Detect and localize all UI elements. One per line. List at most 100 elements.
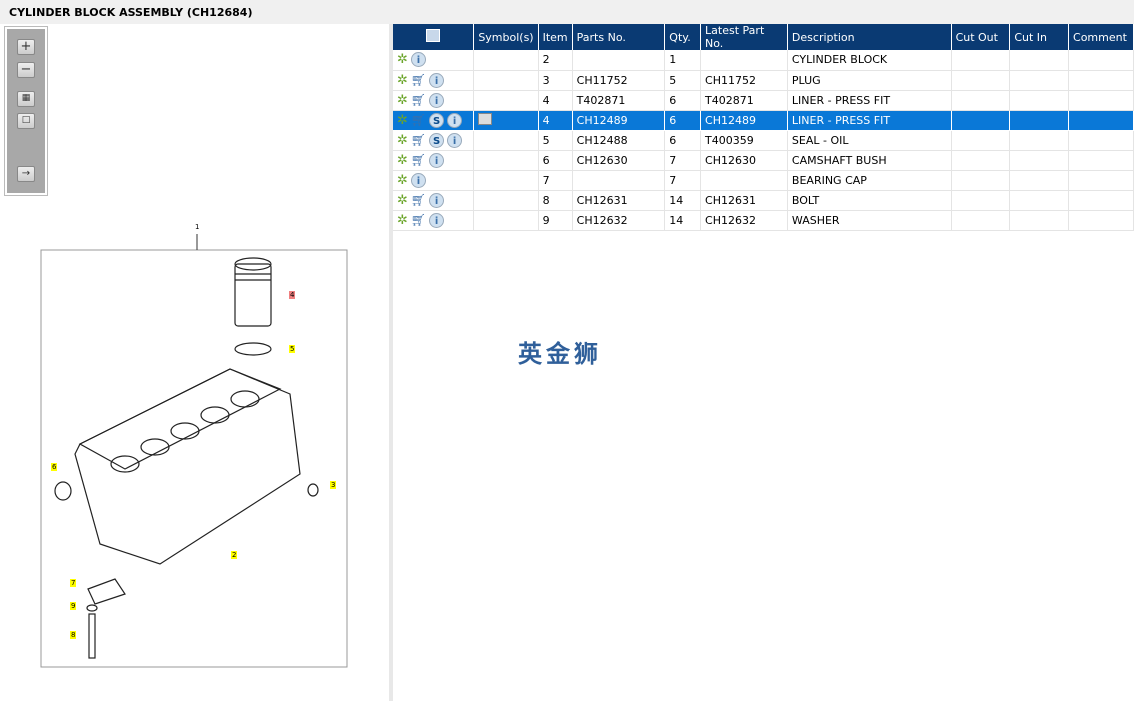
fit-all-icon[interactable]: ▦	[17, 91, 35, 107]
info-icon[interactable]: i	[410, 172, 426, 188]
comment-cell	[1068, 130, 1134, 151]
info-icon[interactable]: i	[429, 192, 445, 208]
latest-cell: CH12632	[700, 210, 788, 231]
supersession-icon[interactable]: S	[429, 112, 445, 128]
part-cell: CH12488	[572, 130, 666, 151]
callout-4[interactable]: 4	[289, 291, 296, 299]
cut-out-cell	[951, 70, 1011, 91]
part-cell	[572, 50, 666, 71]
panel-splitter[interactable]	[389, 24, 393, 701]
callout-6[interactable]: 6	[51, 463, 58, 471]
column-header[interactable]: Cut Out	[951, 24, 1011, 50]
item-cell: 2	[538, 50, 573, 71]
part-cell: CH12631	[572, 190, 666, 211]
callout-7[interactable]: 7	[70, 579, 77, 587]
qty-cell: 14	[664, 190, 702, 211]
callout-5[interactable]: 5	[289, 345, 296, 353]
part-cell	[572, 170, 666, 191]
cut-in-cell	[1009, 90, 1070, 111]
comment-cell	[1068, 50, 1134, 71]
callout-1[interactable]: 1	[195, 223, 200, 231]
cut-out-cell	[951, 50, 1011, 71]
book-search-icon[interactable]	[478, 112, 493, 125]
info-icon[interactable]: i	[447, 132, 463, 148]
supersession-icon[interactable]: S	[429, 132, 445, 148]
cart-icon[interactable]: 🛒︎	[410, 93, 427, 107]
column-header[interactable]: Description	[787, 24, 952, 50]
symbols-cell	[473, 50, 539, 71]
latest-cell	[700, 50, 788, 71]
fit-page-icon[interactable]: □	[17, 113, 35, 129]
gear-icon[interactable]: ✲	[397, 92, 408, 108]
cart-icon[interactable]: 🛒︎	[410, 193, 427, 207]
column-header[interactable]: Latest Part No.	[700, 24, 788, 50]
latest-cell: CH11752	[700, 70, 788, 91]
symbols-cell	[473, 70, 539, 91]
cart-icon[interactable]: 🛒︎	[410, 73, 427, 87]
column-header[interactable]: Item	[538, 24, 573, 50]
symbols-cell	[473, 150, 539, 171]
export-icon[interactable]: →	[17, 166, 35, 182]
diagram-panel[interactable]: + − ▦ □ → 1 4 5 6 3 2 7 9 8	[0, 24, 389, 701]
cart-icon[interactable]: 🛒︎	[410, 153, 427, 167]
item-cell: 4	[538, 110, 573, 131]
row-actions: ✲i	[393, 170, 475, 191]
callout-3[interactable]: 3	[330, 481, 337, 489]
zoom-in-icon[interactable]: +	[17, 39, 35, 55]
cut-in-cell	[1009, 170, 1070, 191]
gear-icon[interactable]: ✲	[397, 72, 408, 88]
info-icon[interactable]: i	[429, 92, 445, 108]
qty-cell: 6	[664, 110, 702, 131]
cut-in-cell	[1009, 70, 1070, 91]
gear-icon[interactable]: ✲	[397, 192, 408, 208]
part-cell: CH12632	[572, 210, 666, 231]
callout-8[interactable]: 8	[70, 631, 77, 639]
callout-9[interactable]: 9	[70, 602, 77, 610]
info-icon[interactable]: i	[429, 72, 445, 88]
symbols-cell	[473, 130, 539, 151]
column-header[interactable]: Qty.	[664, 24, 702, 50]
search-symbol-icon[interactable]	[426, 29, 441, 42]
comment-cell	[1068, 190, 1134, 211]
comment-cell	[1068, 110, 1134, 131]
gear-icon[interactable]: ✲	[397, 52, 408, 68]
comment-cell	[1068, 90, 1134, 111]
cut-in-cell	[1009, 110, 1070, 131]
cart-icon[interactable]: 🛒︎	[410, 133, 427, 147]
callout-2[interactable]: 2	[231, 551, 238, 559]
gear-icon[interactable]: ✲	[397, 152, 408, 168]
row-actions: ✲i	[393, 50, 475, 71]
item-cell: 6	[538, 150, 573, 171]
info-icon[interactable]: i	[447, 112, 463, 128]
column-header-actions[interactable]	[393, 24, 475, 50]
column-header[interactable]: Symbol(s)	[473, 24, 539, 50]
comment-cell	[1068, 170, 1134, 191]
cut-in-cell	[1009, 50, 1070, 71]
item-cell: 7	[538, 170, 573, 191]
column-header[interactable]: Cut In	[1009, 24, 1070, 50]
info-icon[interactable]: i	[410, 52, 426, 68]
cart-icon[interactable]: 🛒︎	[410, 113, 427, 127]
gear-icon[interactable]: ✲	[397, 132, 408, 148]
cut-out-cell	[951, 90, 1011, 111]
column-header[interactable]: Comment	[1068, 24, 1134, 50]
zoom-out-icon[interactable]: −	[17, 62, 35, 78]
gear-icon[interactable]: ✲	[397, 172, 408, 188]
gear-icon[interactable]: ✲	[397, 212, 408, 228]
gear-icon[interactable]: ✲	[397, 112, 408, 128]
info-icon[interactable]: i	[429, 152, 445, 168]
column-header[interactable]: Parts No.	[572, 24, 666, 50]
info-icon[interactable]: i	[429, 212, 445, 228]
cart-icon[interactable]: 🛒︎	[410, 213, 427, 227]
cut-out-cell	[951, 170, 1011, 191]
